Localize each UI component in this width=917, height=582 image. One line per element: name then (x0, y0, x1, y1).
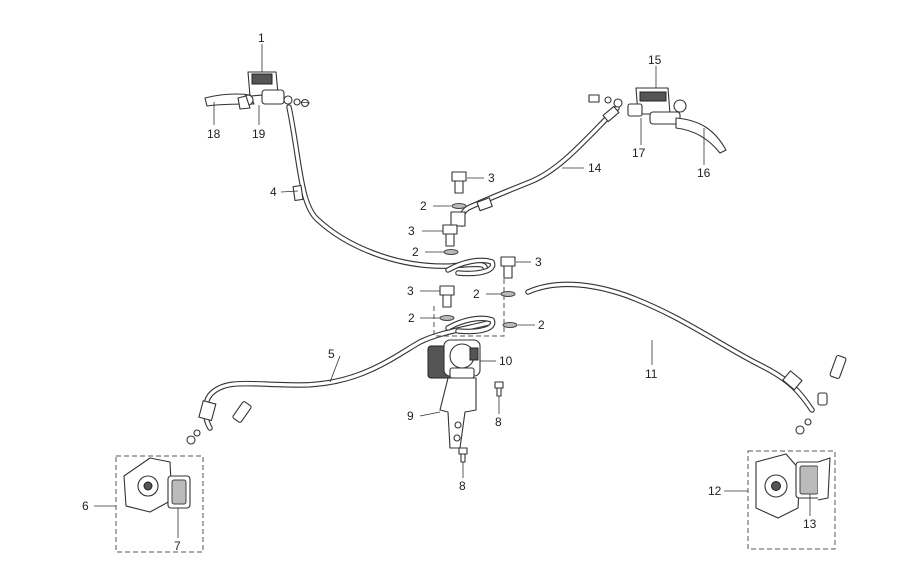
callout-7: 7 (174, 539, 181, 553)
callout-4: 4 (270, 185, 277, 199)
washer-2-lower (439, 315, 455, 321)
callout-13: 13 (803, 517, 817, 531)
left-master-cylinder (204, 71, 311, 110)
callout-18: 18 (207, 127, 221, 141)
callout-3a: 3 (488, 171, 495, 185)
bolt-3-right (500, 256, 516, 279)
abs-bracket-9 (439, 377, 477, 449)
short-hose-lower (445, 315, 496, 335)
callout-17: 17 (632, 146, 646, 160)
callout-3c: 3 (535, 255, 542, 269)
callout-16: 16 (697, 166, 711, 180)
callout-10: 10 (499, 354, 513, 368)
callout-2a: 2 (420, 199, 427, 213)
right-caliper-assembly (747, 354, 847, 550)
callout-6: 6 (82, 499, 89, 513)
callout-2c: 2 (473, 287, 480, 301)
washer-2-top (451, 203, 467, 209)
leader-lines (94, 44, 811, 538)
callout-12: 12 (708, 484, 722, 498)
bolt-8-right (494, 381, 504, 397)
callout-2e: 2 (538, 318, 545, 332)
bolt-3-mid (442, 224, 458, 247)
washer-2-mid (443, 249, 459, 255)
bolt-8-bottom (458, 447, 468, 463)
bolt-3-lower (439, 285, 455, 308)
short-hose-upper (445, 257, 496, 277)
bolt-3-top (451, 171, 467, 194)
callout-1: 1 (258, 31, 265, 45)
right-master-cylinder (588, 87, 727, 154)
washer-2-right (500, 291, 516, 297)
callout-2d: 2 (408, 311, 415, 325)
callout-8b: 8 (459, 479, 466, 493)
dashed-bracket-centre (433, 278, 505, 337)
callout-5: 5 (328, 347, 335, 361)
callout-19: 19 (252, 127, 266, 141)
brake-hose-11 (525, 281, 815, 413)
callout-2b: 2 (412, 245, 419, 259)
callout-3d: 3 (407, 284, 414, 298)
left-caliper-assembly (115, 401, 252, 553)
callout-9: 9 (407, 409, 414, 423)
callout-15: 15 (648, 53, 662, 67)
callout-8a: 8 (495, 415, 502, 429)
callout-11: 11 (645, 367, 658, 381)
callout-3b: 3 (408, 224, 415, 238)
callout-labels: 1 2 2 2 2 2 3 3 3 3 4 5 6 7 8 8 9 10 11 … (82, 31, 817, 553)
washer-2-right-lower (502, 322, 518, 328)
banjo-upper (450, 211, 466, 227)
abs-modulator-10 (427, 339, 481, 379)
brake-hose-5 (198, 319, 495, 431)
callout-14: 14 (588, 161, 602, 175)
